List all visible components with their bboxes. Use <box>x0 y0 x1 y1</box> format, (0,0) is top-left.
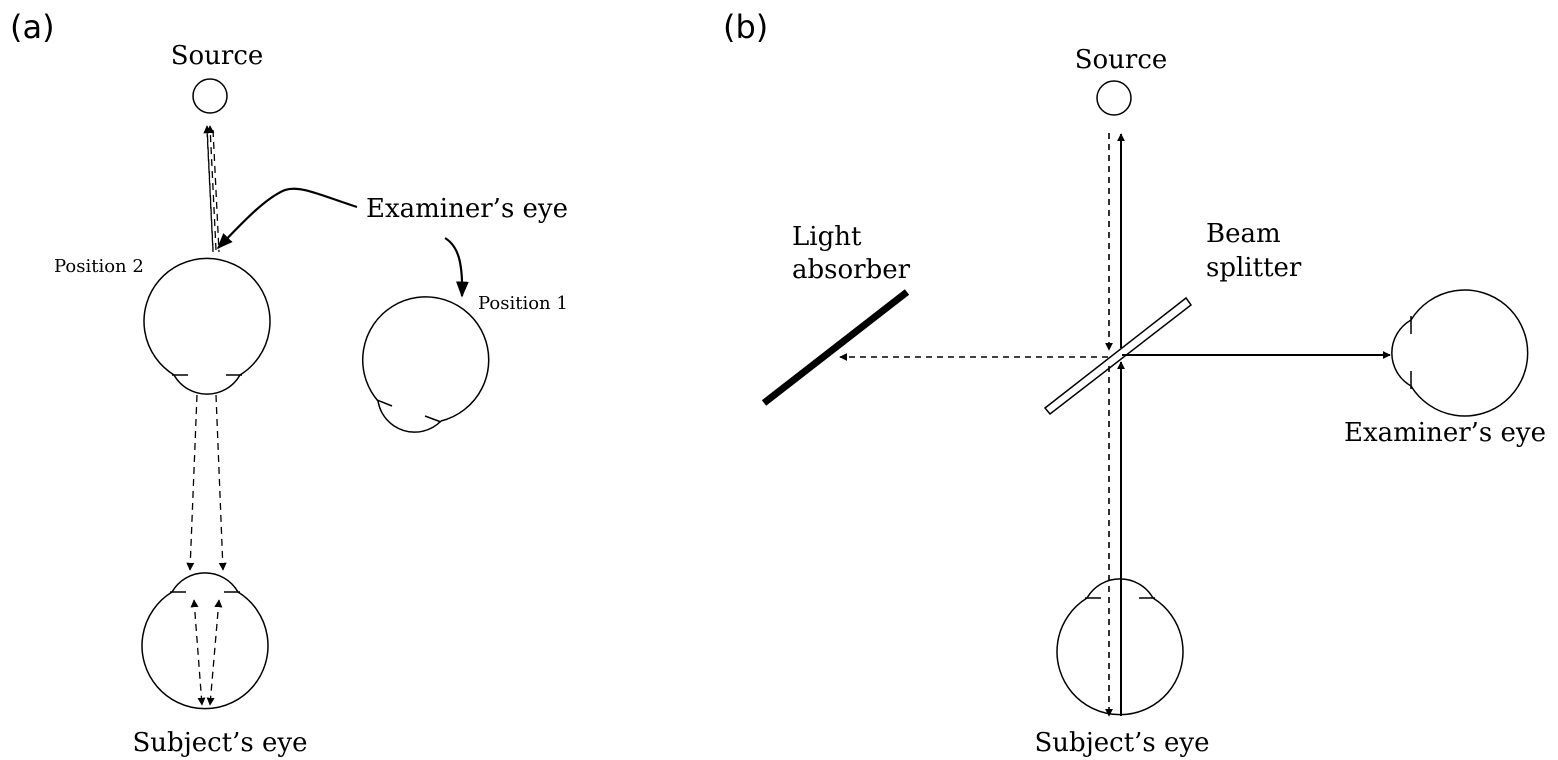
panel-b-label: (b) <box>723 8 768 46</box>
panel-a-examiner-arrow-pos2 <box>216 187 358 250</box>
panel-a-ray-6 <box>215 394 227 571</box>
panel-b-light-absorber <box>761 289 910 406</box>
panel-b-beam-splitter <box>1043 296 1193 416</box>
panel-b-splitter-label-line1: Beam <box>1206 219 1281 249</box>
panel-b-splitter-label-line2: splitter <box>1206 253 1302 283</box>
panel-b-return-path <box>1117 133 1391 716</box>
panel-b-source-circle <box>1096 80 1132 116</box>
panel-b-absorber-label-line2: absorber <box>792 255 911 285</box>
panel-b-subject-label: Subject’s eye <box>1035 728 1210 758</box>
panel-b-examiner-label: Examiner’s eye <box>1344 418 1546 448</box>
panel-a-subject-eye <box>141 572 269 710</box>
panel-a-ray-3 <box>206 129 214 253</box>
panel-a-position1-label: Position 1 <box>478 293 568 314</box>
panel-a: (a) Source Examiner’s eye Position 2 Pos… <box>10 8 568 758</box>
panel-a-ray-7 <box>190 599 206 706</box>
panel-b-subject-eye <box>1056 578 1184 716</box>
panel-b: (b) Source Light absorber Beam splitter <box>723 8 1546 758</box>
panel-b-examiner-eye <box>1391 289 1529 417</box>
panel-a-examiner-eye-position2 <box>143 257 271 395</box>
panel-a-label: (a) <box>10 8 55 46</box>
panel-a-ray-5 <box>186 394 198 571</box>
panel-a-subject-label: Subject’s eye <box>133 728 308 758</box>
panel-a-ray-4 <box>212 129 220 253</box>
panel-a-source-circle <box>192 78 228 114</box>
panel-b-source-label: Source <box>1075 45 1168 75</box>
panel-a-examiner-arrow-pos1 <box>444 237 469 298</box>
panel-a-ray-2 <box>206 125 217 251</box>
panel-b-absorber-label-line1: Light <box>792 222 862 252</box>
panel-a-ray-1 <box>203 125 214 251</box>
panel-a-source-label: Source <box>171 41 264 71</box>
panel-a-examiner-label: Examiner’s eye <box>366 194 568 224</box>
panel-a-position2-label: Position 2 <box>54 256 144 277</box>
panel-a-examiner-eye-position1 <box>361 296 490 433</box>
panel-a-light-rays <box>186 125 227 706</box>
panel-b-illumination-path <box>839 133 1113 717</box>
panel-a-ray-8 <box>206 599 223 706</box>
